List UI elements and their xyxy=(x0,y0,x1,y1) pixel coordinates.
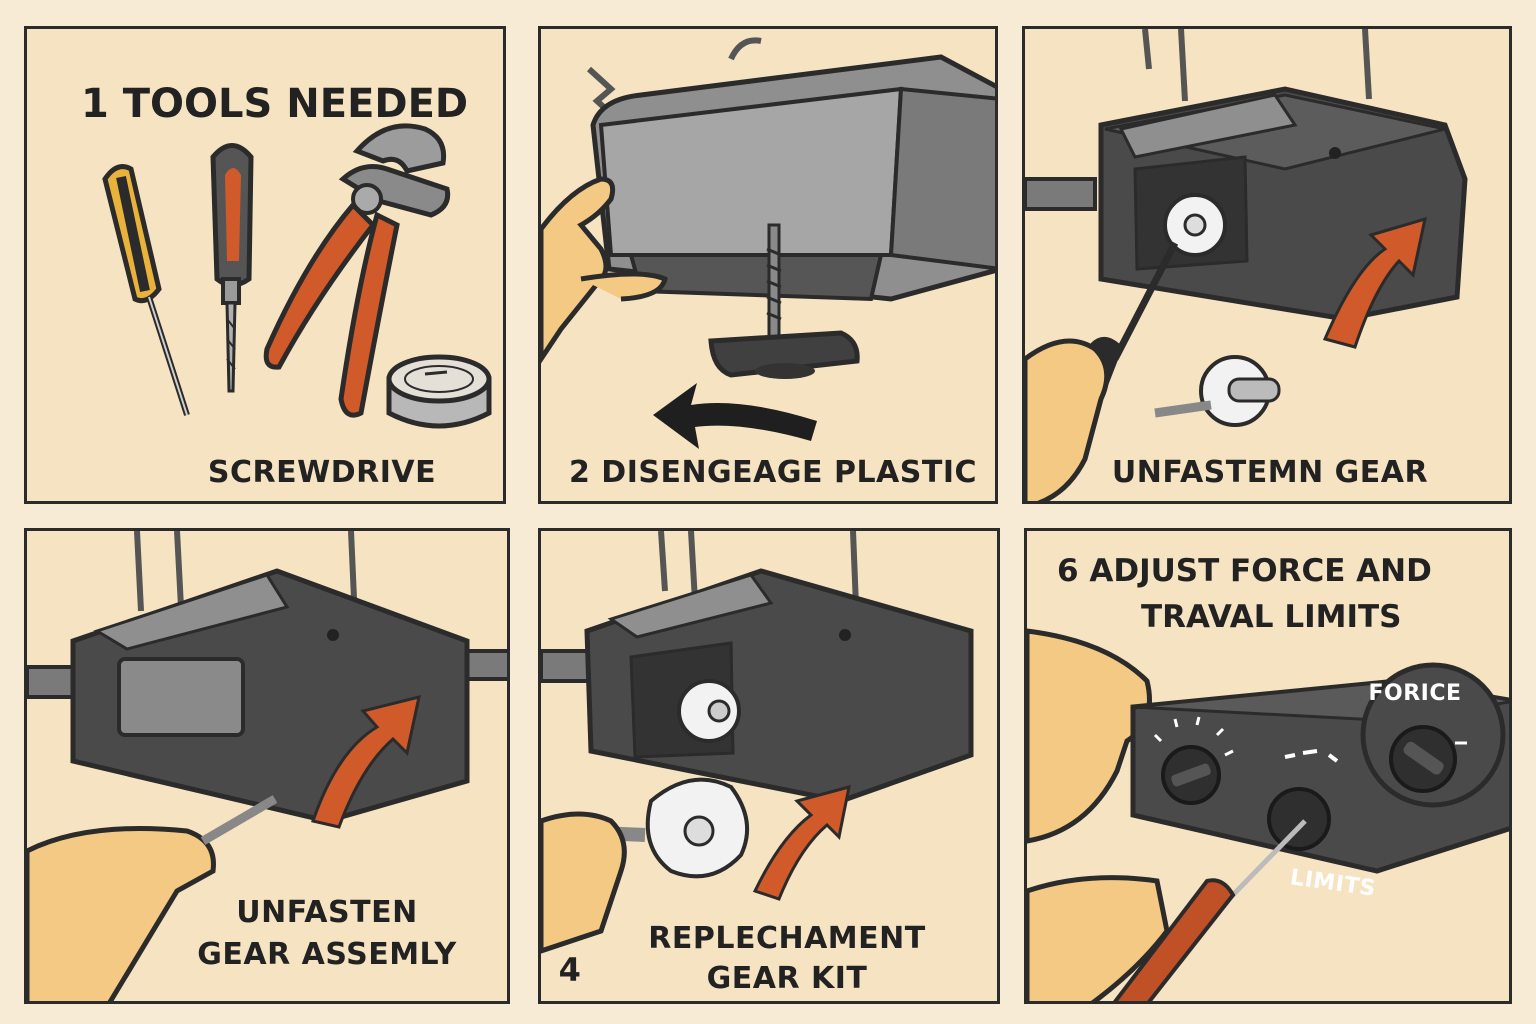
panel-unfasten-gear: UNFASTEMN GEAR xyxy=(1022,26,1512,504)
panel-title-line1: 6 ADJUST FORCE AND xyxy=(1057,553,1432,589)
curved-arrow-icon xyxy=(752,784,851,901)
gear-icon xyxy=(1154,355,1281,427)
panel-caption-line2: GEAR ASSEMLY xyxy=(197,937,457,972)
curved-arrow-icon xyxy=(311,694,421,829)
panel-adjust-limits: 6 ADJUST FORCE AND TRAVAL LIMITS xyxy=(1024,528,1512,1004)
grease-tin-icon xyxy=(386,354,492,429)
drill-bit-screwdriver-icon xyxy=(210,143,254,393)
dial-icon xyxy=(1267,749,1339,851)
screwdriver-icon xyxy=(200,795,278,845)
opener-housing-icon xyxy=(70,568,470,824)
screwdriver-icon xyxy=(102,164,190,416)
opener-housing-icon xyxy=(584,568,974,804)
step-number: 4 xyxy=(558,951,582,989)
panel-tools-needed: 1 TOOLS NEEDED xyxy=(24,26,506,504)
curved-arrow-icon xyxy=(1322,216,1427,349)
force-dial-icon xyxy=(1360,662,1506,808)
panel-unfasten-assembly: UNFASTEN GEAR ASSEMLY xyxy=(24,528,510,1004)
panel-caption: 2 DISENGEAGE PLASTIC xyxy=(568,455,978,490)
hand-icon xyxy=(541,811,627,954)
panel-caption-line1: REPLECHAMENT xyxy=(648,921,926,956)
panel-caption-line2: GEAR KIT xyxy=(706,961,868,996)
panel-disengage: 2 DISENGEAGE PLASTIC xyxy=(538,26,998,504)
opener-housing-icon xyxy=(590,54,995,302)
dial-icon xyxy=(1153,716,1234,805)
panel-title-line2: TRAVAL LIMITS xyxy=(1141,599,1402,635)
panel-caption-line1: UNFASTEN xyxy=(236,895,418,930)
force-label: FORICE xyxy=(1368,681,1462,706)
hand-icon xyxy=(1027,875,1170,1001)
chain-icon xyxy=(1142,29,1372,102)
panel-caption: SCREWDRIVE xyxy=(207,455,437,490)
pliers-icon xyxy=(263,123,451,418)
replacement-kit-illustration xyxy=(541,531,974,954)
gear-icon xyxy=(1163,193,1227,257)
adjust-limits-illustration xyxy=(1027,628,1509,1001)
panel-title: 1 TOOLS NEEDED xyxy=(81,81,469,127)
rail xyxy=(1025,177,1097,211)
hand-icon xyxy=(1025,338,1110,501)
hand-icon xyxy=(541,176,668,364)
unfasten-gear-illustration xyxy=(1025,29,1468,501)
hand-icon xyxy=(27,826,216,1001)
panel-caption: UNFASTEMN GEAR xyxy=(1111,455,1429,490)
gear-icon xyxy=(600,777,749,879)
panel-replacement-kit: 4 REPLECHAMENT GEAR KIT xyxy=(538,528,1000,1004)
tools-illustration xyxy=(102,123,492,429)
release-knob-icon xyxy=(708,330,860,379)
unfasten-assembly-illustration xyxy=(27,531,507,1001)
gear-icon xyxy=(677,679,741,743)
disengage-illustration xyxy=(541,37,995,449)
screwdriver-icon xyxy=(1113,819,1307,1001)
rotate-arrow-icon xyxy=(653,383,817,449)
